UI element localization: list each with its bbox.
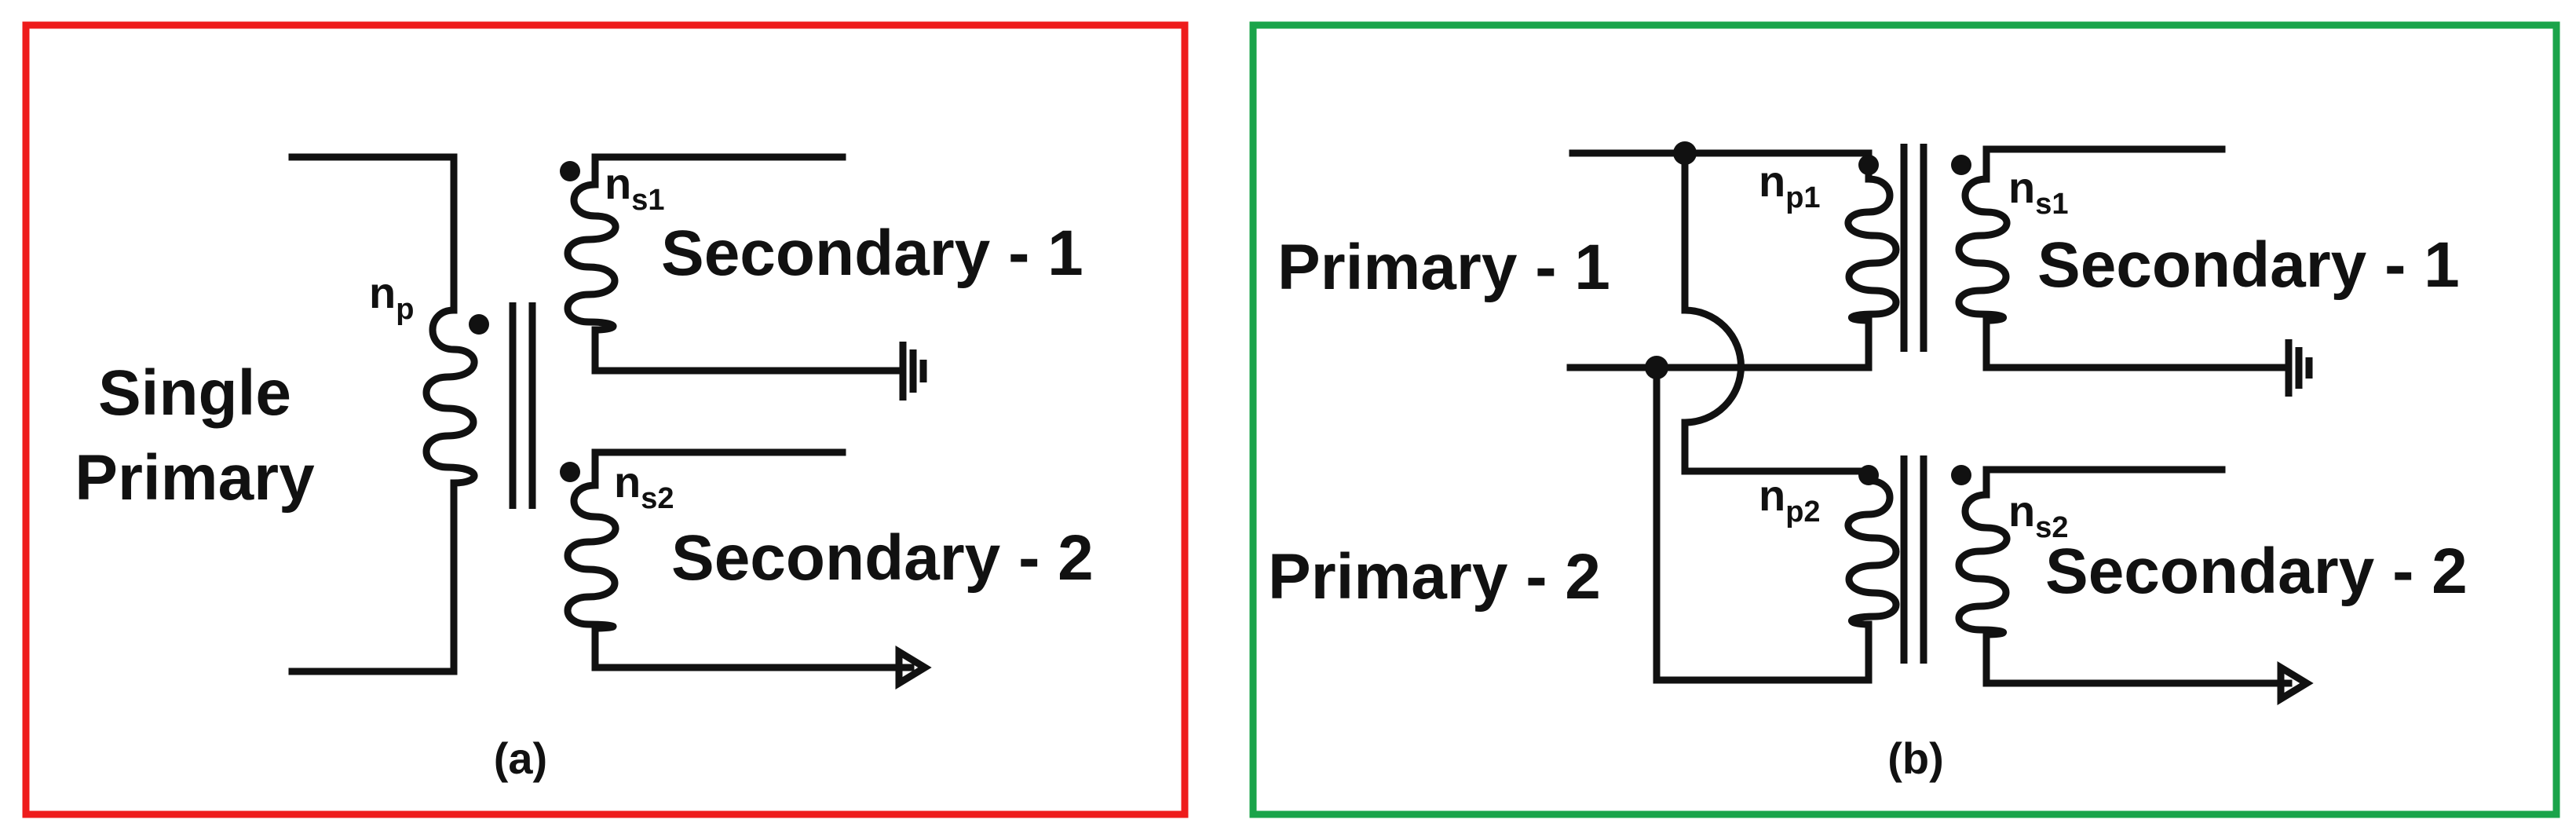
ns2-label: ns2 <box>614 457 674 515</box>
primary-winding-wiring <box>288 153 489 675</box>
polarity-dot-icon <box>469 314 489 335</box>
secondary-1-label: Secondary - 1 <box>661 218 1083 289</box>
panel-a-caption: (a) <box>494 733 547 783</box>
np2-label: np2 <box>1759 470 1821 529</box>
polarity-dot-icon <box>560 161 580 181</box>
np-label: np <box>369 268 414 326</box>
winding-coil-icon <box>1955 491 2011 638</box>
arrow-output-icon <box>895 646 932 690</box>
primary-2-label: Primary - 2 <box>1268 541 1601 613</box>
ns2-subscript: s2 <box>641 482 674 515</box>
panel-a: Single Primary np ns1 ns2 Secondary - 1 … <box>22 21 1189 818</box>
secondary-2-winding <box>560 448 932 690</box>
panel-b-border <box>1249 21 2560 818</box>
secondary-2-winding <box>1951 465 2314 705</box>
polarity-dot-icon <box>560 462 580 482</box>
np-subscript: p <box>396 293 414 326</box>
secondary-2-label: Secondary - 2 <box>671 522 1094 594</box>
ground-icon <box>2285 339 2313 397</box>
secondary-1-winding <box>560 153 927 401</box>
np1-label: np1 <box>1759 156 1821 214</box>
primary-1-label: Primary - 1 <box>1277 232 1610 303</box>
polarity-dot-icon <box>1951 155 1971 175</box>
polarity-dot-icon <box>1951 465 1971 485</box>
transformer-core-icon <box>1900 144 1927 664</box>
ns1-label: ns1 <box>2008 163 2069 221</box>
secondary-1-winding <box>1951 145 2313 397</box>
polarity-dot-icon <box>1673 141 1697 165</box>
ns2-subscript: s2 <box>2035 511 2068 544</box>
ns1-main: n <box>605 159 631 208</box>
ns1-main: n <box>2008 163 2035 212</box>
panel-a-border <box>22 21 1189 818</box>
primary-2-winding <box>1645 356 1900 684</box>
np2-subscript: p2 <box>1785 496 1820 529</box>
ns1-label: ns1 <box>605 159 665 217</box>
winding-coil-icon <box>564 181 619 334</box>
np1-subscript: p1 <box>1785 181 1820 214</box>
ns1-subscript: s1 <box>631 184 664 217</box>
secondary-1-label: Secondary - 1 <box>2037 229 2460 301</box>
winding-coil-icon <box>1844 477 1900 628</box>
single-primary-label-line1: Single <box>98 357 291 429</box>
ns1-subscript: s1 <box>2035 188 2068 221</box>
winding-coil-icon <box>422 306 478 487</box>
panel-b: Primary - 1 Primary - 2 np1 np2 ns1 ns2 … <box>1249 21 2560 818</box>
np2-main: n <box>1759 470 1785 520</box>
winding-coil-icon <box>1844 175 1900 324</box>
polarity-dot-icon <box>1858 155 1879 175</box>
single-primary-label-line2: Primary <box>75 442 315 514</box>
winding-coil-icon <box>1955 175 2011 324</box>
arrow-output-icon <box>2277 661 2314 705</box>
ground-icon <box>899 342 927 401</box>
np1-main: n <box>1759 156 1785 206</box>
ns2-main: n <box>2008 486 2035 536</box>
secondary-2-label: Secondary - 2 <box>2045 536 2468 607</box>
panel-b-caption: (b) <box>1887 733 1944 783</box>
polarity-dot-icon <box>1858 465 1879 485</box>
np-main: n <box>369 268 396 317</box>
ns2-label: ns2 <box>2008 486 2069 544</box>
ns2-main: n <box>614 457 641 507</box>
polarity-dot-icon <box>1645 356 1668 379</box>
transformer-core-icon <box>509 302 536 509</box>
primary-1-winding <box>1566 141 1900 485</box>
winding-coil-icon <box>564 481 619 632</box>
